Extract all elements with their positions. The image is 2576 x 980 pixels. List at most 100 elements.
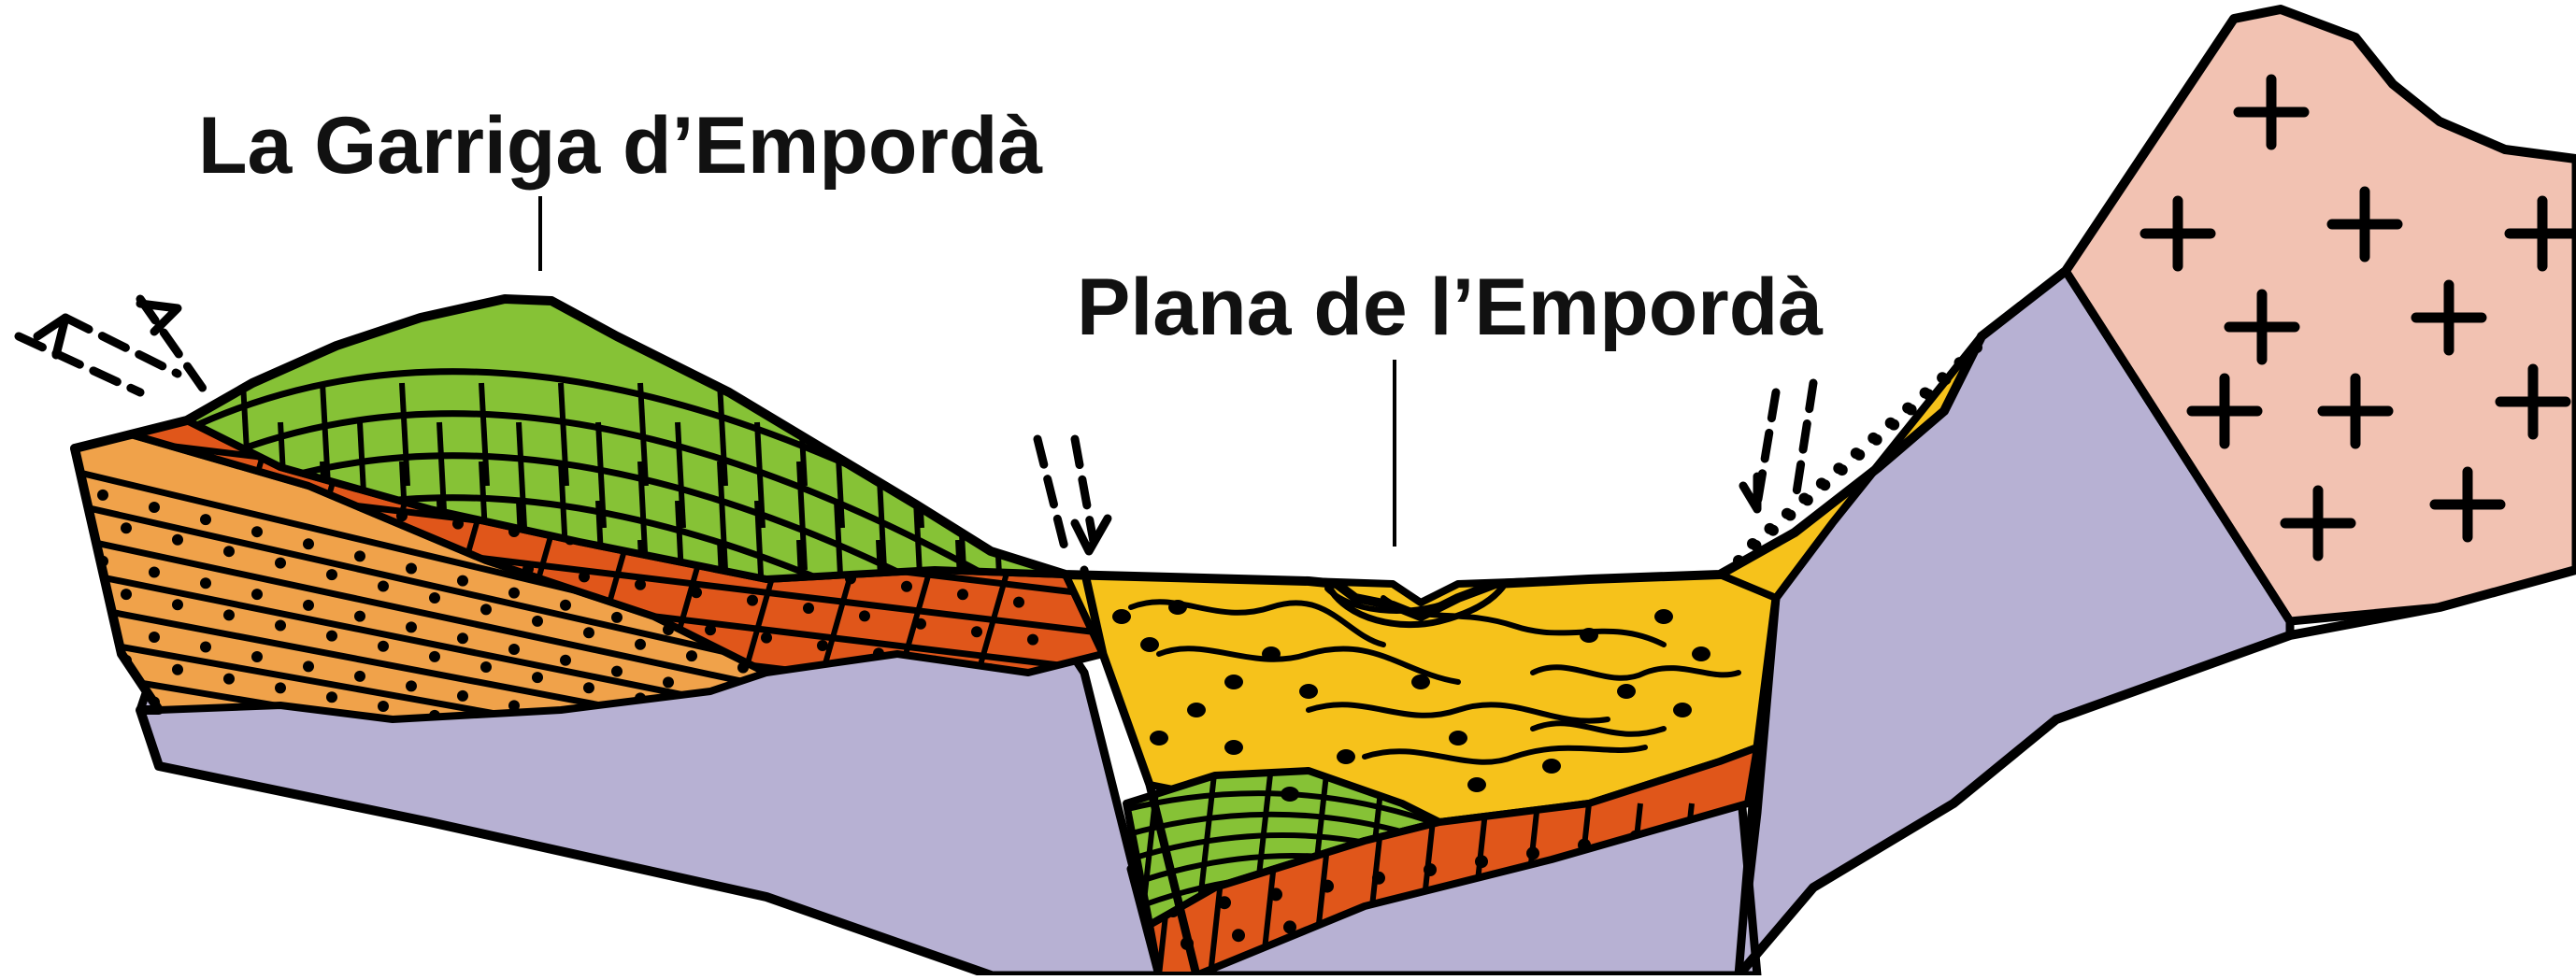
- grain-dot: [1269, 888, 1282, 902]
- fault-arrowheads: [33, 299, 1762, 556]
- grain-dot: [97, 489, 108, 501]
- grain-dot: [705, 624, 716, 636]
- granite-plus-icons: [2140, 74, 2576, 561]
- brick-joint: [876, 382, 887, 487]
- granite-plus-icon: [2495, 363, 2571, 440]
- grain-dot: [1218, 896, 1231, 910]
- grain-dot: [429, 591, 440, 604]
- section-right-base: [1734, 565, 2576, 980]
- clast: [1411, 675, 1430, 689]
- grain-dot: [251, 650, 263, 662]
- fault-arrowhead-icon: [1739, 472, 1762, 514]
- grain-dot: [532, 672, 543, 684]
- bedding-line: [75, 531, 766, 706]
- grain-dot: [560, 654, 571, 666]
- grain-dot: [1027, 633, 1038, 646]
- grain-dot: [149, 502, 160, 513]
- grain-dot: [251, 589, 263, 601]
- grain-dot: [761, 632, 772, 644]
- grain-dot: [971, 626, 982, 638]
- grain-dot: [172, 599, 183, 611]
- fault-arrow-icon: [14, 332, 145, 397]
- grain-dot: [901, 580, 912, 592]
- grain-dot: [737, 661, 749, 674]
- grain-dot: [747, 594, 758, 606]
- bedding-line: [75, 497, 766, 682]
- brick-joint: [479, 382, 490, 487]
- granite-plus-icon: [2504, 195, 2576, 272]
- sandstone-beds-left: [75, 463, 766, 719]
- brick-joint: [717, 539, 728, 579]
- grain-dot: [172, 533, 183, 546]
- grain-dot: [686, 650, 697, 662]
- river-channel: [1324, 581, 1508, 629]
- grain-dot: [326, 569, 337, 581]
- grain-dot: [406, 621, 417, 633]
- grain-dot: [663, 623, 674, 635]
- bedding-line: [75, 665, 766, 719]
- granite-plus-icon: [2233, 74, 2310, 150]
- plain-clasts: [1112, 600, 1710, 802]
- grain-dot: [560, 599, 571, 611]
- grain-dot: [611, 665, 623, 677]
- granite-plus-icon: [2411, 279, 2487, 356]
- grain-dot: [1870, 433, 1882, 446]
- grain-dot: [957, 589, 968, 601]
- brick-joint: [913, 500, 924, 579]
- clast: [1692, 646, 1710, 661]
- label-plana-emporda: Plana de l’Empordà: [1077, 263, 1824, 352]
- grain-dot: [378, 701, 389, 713]
- grain-dot: [635, 638, 646, 650]
- brick-joint: [516, 421, 527, 529]
- fault-arrowhead-icon: [1070, 514, 1112, 556]
- grain-dot: [326, 691, 337, 703]
- grain-dot: [1578, 838, 1591, 852]
- grain-dot: [200, 577, 211, 589]
- grain-dot: [354, 610, 365, 622]
- grain-dot: [378, 640, 389, 652]
- grain-dot: [303, 599, 314, 611]
- fault-lines: [1080, 266, 2295, 980]
- brick-joint: [754, 421, 766, 529]
- clast: [1281, 787, 1299, 802]
- grain-dot: [1784, 509, 1796, 521]
- grain-dot: [275, 619, 286, 632]
- grain-dot: [223, 673, 235, 685]
- clast: [1187, 703, 1206, 717]
- grain-dot: [429, 650, 440, 662]
- brick-joint: [717, 382, 728, 487]
- fault-arrow-icon: [61, 313, 182, 378]
- fault-arrow-icon: [1790, 378, 1818, 509]
- clast: [1580, 628, 1598, 643]
- grain-dot: [859, 610, 870, 622]
- grain-dot: [873, 647, 884, 660]
- grain-dot: [508, 526, 520, 537]
- brick-joint: [637, 461, 649, 571]
- grain-dot: [532, 615, 543, 627]
- clast: [1224, 740, 1243, 755]
- clast: [1654, 609, 1673, 624]
- grain-dot: [1526, 846, 1539, 860]
- fault-arrow-icons: [14, 294, 1818, 556]
- brick-joint: [399, 382, 410, 487]
- brick-joint: [675, 421, 686, 529]
- brick-joint: [955, 382, 966, 487]
- grain-dot: [1853, 448, 1866, 461]
- granite-plus-icon: [2429, 466, 2506, 543]
- grain-dot: [508, 700, 520, 712]
- grain-dot: [303, 538, 314, 550]
- grain-dot: [1888, 419, 1900, 431]
- granite-plus-icon: [2224, 289, 2300, 365]
- grain-dot: [200, 514, 211, 526]
- grain-dot: [223, 546, 235, 558]
- grain-dot: [480, 604, 492, 616]
- grain-dot: [1372, 871, 1385, 885]
- fault-arrow-icon: [1070, 434, 1098, 547]
- brick-joint: [717, 461, 728, 571]
- grain-dot: [1475, 855, 1488, 869]
- grain-dot: [326, 630, 337, 642]
- brick-joint: [675, 500, 686, 579]
- grain-dot: [1923, 389, 1935, 401]
